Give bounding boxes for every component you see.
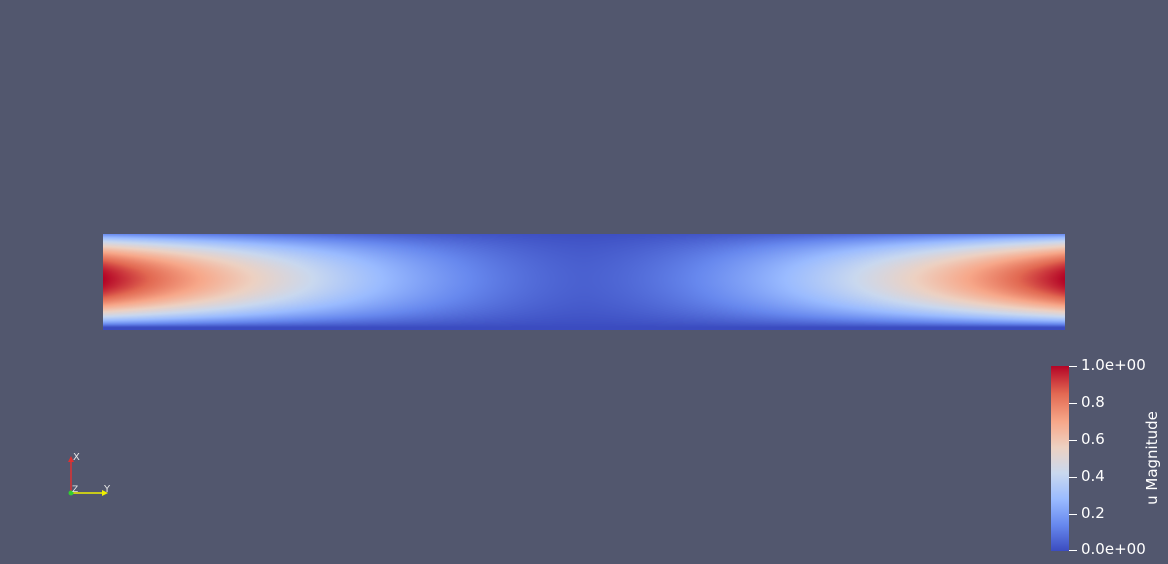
colorbar-tick-1 — [1069, 366, 1077, 367]
z-axis-label: Z — [72, 485, 79, 495]
colorbar-title: u Magnitude — [1143, 411, 1161, 505]
orientation-axes-triad: X Y Z — [58, 448, 118, 504]
velocity-field-plot[interactable] — [103, 234, 1065, 330]
colorbar-gradient — [1051, 366, 1069, 551]
y-axis-label: Y — [104, 484, 111, 495]
colorbar-tick-label-0-2: 0.2 — [1081, 504, 1105, 522]
x-axis-label: X — [73, 452, 80, 463]
colorbar-tick-0 — [1069, 550, 1077, 551]
y-axis-arrow-icon — [102, 490, 108, 496]
colorbar-tick-label-0-8: 0.8 — [1081, 393, 1105, 411]
colorbar-tick-label-1: 1.0e+00 — [1081, 356, 1146, 374]
axes-triad-icon — [68, 456, 108, 496]
colorbar-tick-label-0-6: 0.6 — [1081, 430, 1105, 448]
colorbar-tick-0-6 — [1069, 440, 1077, 441]
colorbar-tick-0-8 — [1069, 403, 1077, 404]
colorbar-tick-0-2 — [1069, 514, 1077, 515]
colorbar-tick-label-0: 0.0e+00 — [1081, 540, 1146, 558]
x-axis-arrow-icon — [68, 456, 74, 462]
z-axis-point-icon — [68, 490, 74, 496]
colorbar-tick-label-0-4: 0.4 — [1081, 467, 1105, 485]
colorbar-tick-0-4 — [1069, 477, 1077, 478]
scalar-colorbar: 1.0e+00 0.8 0.6 0.4 0.2 0.0e+00 — [1051, 358, 1146, 557]
